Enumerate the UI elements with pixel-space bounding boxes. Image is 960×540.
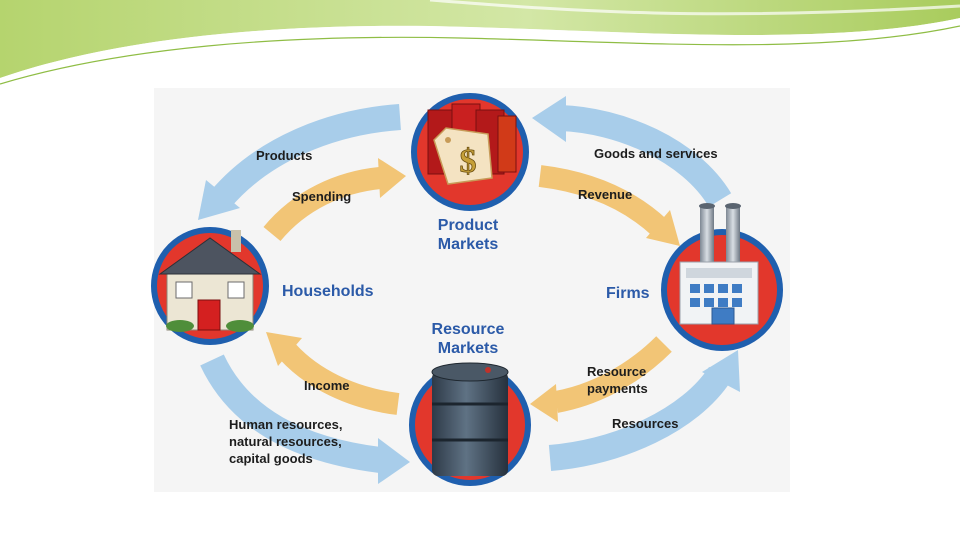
flow-label-human-resources: Human resources, natural resources, capi…	[229, 416, 342, 467]
flow-label-income: Income	[304, 377, 350, 394]
flow-label-products: Products	[256, 147, 312, 164]
resource-markets-title-line2: Markets	[418, 339, 518, 358]
resource-markets-title: Resource Markets	[418, 320, 518, 358]
header-wave-decoration	[0, 0, 960, 84]
flow-label-human-resources-line3: capital goods	[229, 450, 342, 467]
firms-title: Firms	[606, 284, 650, 303]
flow-label-spending: Spending	[292, 188, 351, 205]
resource-markets-title-line1: Resource	[418, 320, 518, 339]
product-markets-title-line2: Markets	[420, 235, 516, 254]
oil-barrel-icon	[432, 363, 508, 476]
flow-label-resource-payments-line2: payments	[587, 380, 648, 397]
households-title: Households	[282, 282, 374, 301]
flow-label-goods-and-services: Goods and services	[594, 145, 718, 162]
product-markets-title-line1: Product	[420, 216, 516, 235]
flow-label-resources: Resources	[612, 415, 678, 432]
households-node	[154, 230, 266, 342]
product-markets-node: $	[414, 96, 526, 208]
flow-label-revenue: Revenue	[578, 186, 632, 203]
flow-label-resource-payments-line1: Resource	[587, 363, 648, 380]
flow-label-human-resources-line1: Human resources,	[229, 416, 342, 433]
product-markets-title: Product Markets	[420, 216, 516, 254]
flow-label-resource-payments: Resource payments	[587, 363, 648, 397]
svg-text:$: $	[460, 143, 477, 180]
price-tag-icon: $	[428, 104, 516, 184]
flow-label-human-resources-line2: natural resources,	[229, 433, 342, 450]
resource-markets-node	[412, 363, 528, 483]
